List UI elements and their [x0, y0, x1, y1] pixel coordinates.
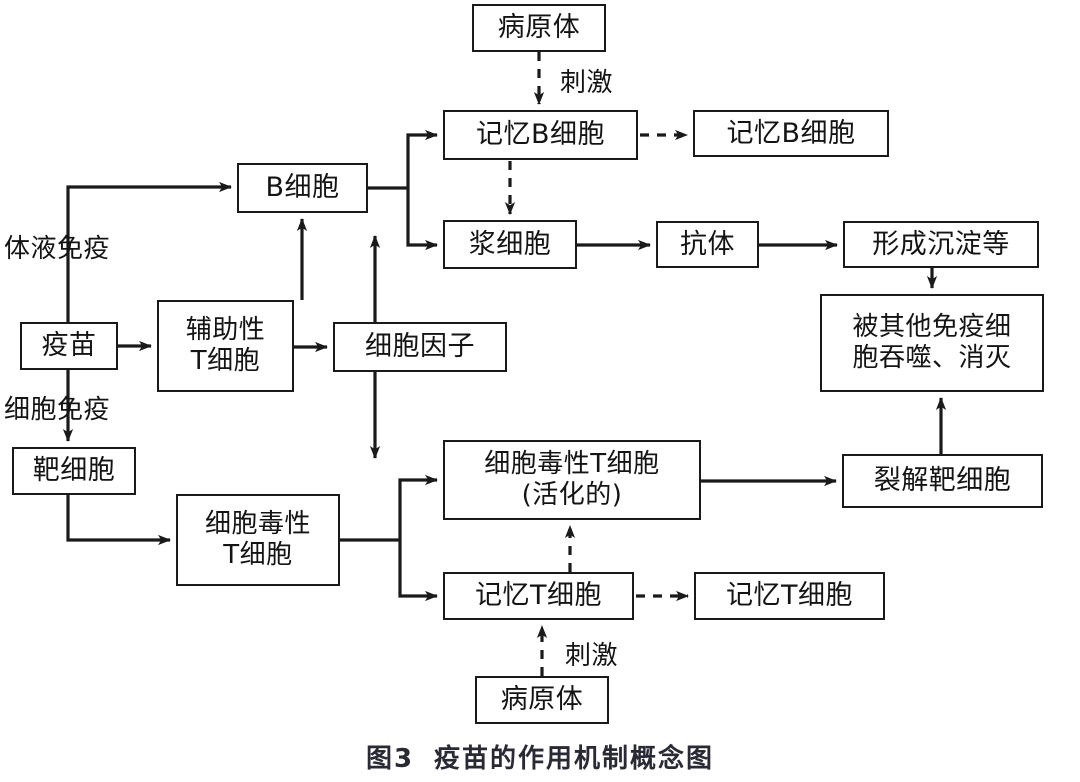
- edge-target-to-cytotoxic: [66, 495, 171, 546]
- node-memory-t-cell[interactable]: 记忆T细胞: [443, 572, 634, 620]
- node-b-cell[interactable]: B细胞: [237, 163, 368, 213]
- figure-caption-number: 图3: [365, 744, 415, 774]
- node-pathogen-top[interactable]: 病原体: [472, 4, 606, 52]
- node-helper-t-cell[interactable]: 辅助性 T细胞: [157, 300, 294, 392]
- node-memory-t-cell-output[interactable]: 记忆T细胞: [694, 572, 885, 620]
- node-lyse-target-cell[interactable]: 裂解靶细胞: [842, 454, 1043, 508]
- node-cytokine[interactable]: 细胞因子: [333, 322, 507, 372]
- label-cellular-immunity: 细胞免疫: [4, 395, 111, 425]
- node-pathogen-bottom[interactable]: 病原体: [475, 676, 609, 724]
- node-memory-b-cell-output[interactable]: 记忆B细胞: [693, 110, 889, 157]
- node-memory-b-cell[interactable]: 记忆B细胞: [443, 110, 638, 160]
- node-cytotoxic-t-cell-activated[interactable]: 细胞毒性T细胞 (活化的): [443, 440, 701, 520]
- label-stimulate-top: 刺激: [560, 68, 614, 98]
- node-precipitate[interactable]: 形成沉淀等: [843, 221, 1039, 268]
- edge-cytotoxic-to-memoryt: [398, 540, 438, 602]
- figure-caption-title: 疫苗的作用机制概念图: [434, 744, 715, 774]
- node-cytotoxic-t-cell[interactable]: 细胞毒性 T细胞: [176, 494, 340, 586]
- edge-bcell-to-memoryb: [406, 129, 438, 188]
- node-target-cell[interactable]: 靶细胞: [12, 447, 136, 495]
- label-humoral-immunity: 体液免疫: [4, 234, 111, 264]
- node-devoured-by-immune-cells[interactable]: 被其他免疫细 胞吞噬、消灭: [820, 294, 1044, 392]
- edge-bcell-to-plasma: [406, 188, 438, 251]
- node-vaccine[interactable]: 疫苗: [20, 322, 118, 370]
- label-stimulate-bottom: 刺激: [565, 641, 619, 671]
- figure-caption: 图3 疫苗的作用机制概念图: [0, 738, 1080, 775]
- node-antibody[interactable]: 抗体: [656, 221, 759, 268]
- edge-cytotoxic-to-active: [398, 474, 438, 540]
- node-plasma-cell[interactable]: 浆细胞: [443, 220, 577, 269]
